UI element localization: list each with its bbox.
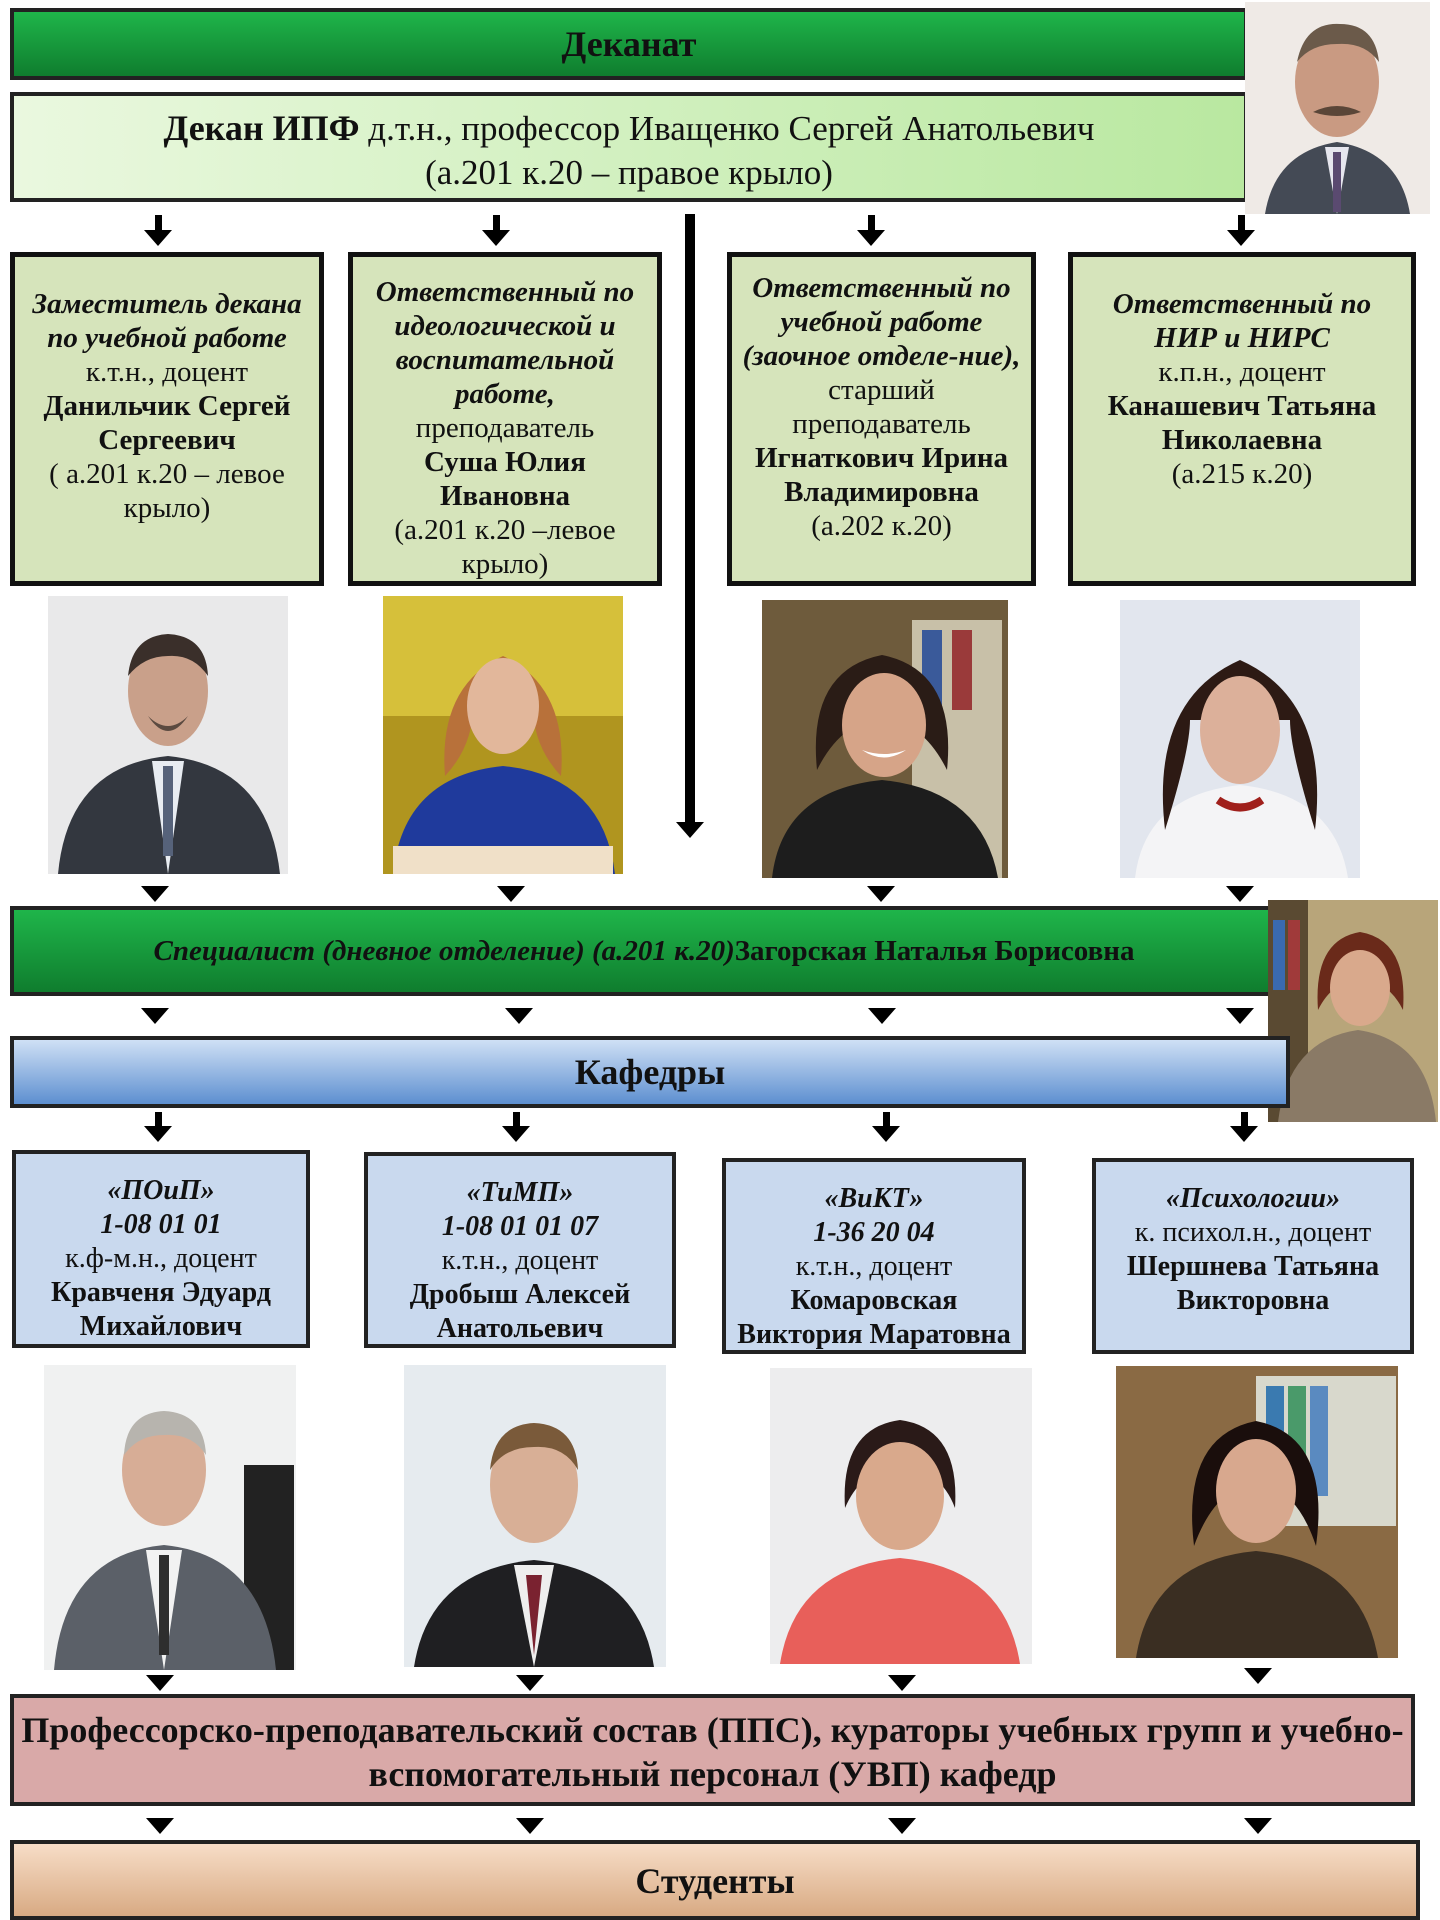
arrow-down-icon	[502, 1126, 530, 1142]
department-code: 1-08 01 01 07	[441, 1211, 599, 1242]
specialist-role: Специалист (дневное отделение) (а.201 к.…	[153, 934, 735, 967]
department-head-degree: к.ф-м.н., доцент	[65, 1243, 257, 1274]
arrow-down-icon	[872, 1126, 900, 1142]
specialist-bar: Специалист (дневное отделение) (а.201 к.…	[10, 906, 1278, 996]
department-head-name: Дробыш Алексей Анатольевич	[409, 1279, 631, 1344]
department-head-degree: к.т.н., доцент	[795, 1251, 953, 1282]
long-arrow-down-icon	[676, 822, 704, 838]
dept-head-photo-3	[770, 1368, 1032, 1664]
dean-desc: д.т.н., профессор Иващенко Сергей Анатол…	[359, 109, 1095, 148]
deputy-role: Заместитель декана по учебной работе	[32, 288, 302, 354]
dept-head-photo-2	[404, 1365, 666, 1667]
dean-photo	[1245, 2, 1430, 214]
arrow-stem	[155, 1112, 162, 1128]
arrow-down-icon	[1226, 1008, 1254, 1024]
department-box-1: «ПОиП» 1-08 01 01 к.ф-м.н., доцент Кравч…	[12, 1150, 310, 1348]
arrow-down-icon	[505, 1008, 533, 1024]
specialist-name: Загорская Наталья Борисовна	[734, 934, 1135, 967]
department-name: «ВиКТ»	[824, 1183, 924, 1214]
deputy-name: Игнаткович Ирина Владимировна	[754, 442, 1009, 508]
deputy-degree: к.т.н., доцент	[85, 356, 249, 388]
arrow-down-icon	[141, 1008, 169, 1024]
department-box-2: «ТиМП» 1-08 01 01 07 к.т.н., доцент Дроб…	[364, 1152, 676, 1348]
arrow-stem	[493, 215, 500, 233]
students-title: Студенты	[635, 1861, 795, 1901]
department-name: «ТиМП»	[466, 1177, 574, 1208]
deputy-room: (а.201 к.20 –левое крыло)	[394, 514, 616, 580]
deputy-room: (а.202 к.20)	[811, 510, 952, 542]
department-box-4: «Психологии» к. психол.н., доцент Шершне…	[1092, 1158, 1414, 1354]
deputy-box-3: Ответственный по учебной работе (заочное…	[727, 252, 1036, 586]
department-head-name: Шершнева Татьяна Викторовна	[1126, 1251, 1380, 1316]
deputy-name: Данильчик Сергей Сергеевич	[43, 390, 291, 456]
departments-title: Кафедры	[574, 1052, 726, 1092]
arrow-down-icon	[516, 1818, 544, 1834]
dean-info-bar: Декан ИПФ д.т.н., профессор Иващенко Сер…	[10, 92, 1248, 202]
department-code: 1-08 01 01	[100, 1209, 222, 1240]
arrow-stem	[883, 1112, 890, 1128]
dept-head-photo-4	[1116, 1366, 1398, 1658]
deanery-title: Деканат	[561, 24, 697, 64]
dept-head-photo-1	[44, 1365, 296, 1670]
deputy-room: (а.215 к.20)	[1171, 458, 1313, 490]
arrow-down-icon	[144, 230, 172, 246]
deputy-photo-4	[1120, 600, 1360, 878]
arrow-down-icon	[146, 1675, 174, 1691]
arrow-down-icon	[867, 886, 895, 902]
arrow-down-icon	[1226, 886, 1254, 902]
deputy-box-4: Ответственный по НИР и НИРС к.п.н., доце…	[1068, 252, 1416, 586]
dean-role: Декан ИПФ	[163, 108, 360, 148]
deputy-degree: к.п.н., доцент	[1158, 356, 1326, 388]
deputy-name: Канашевич Татьяна Николаевна	[1107, 390, 1377, 456]
deputy-name: Суша Юлия Ивановна	[424, 446, 586, 512]
arrow-stem	[868, 215, 875, 233]
deputy-photo-3	[762, 600, 1008, 878]
deputy-room: ( а.201 к.20 – левое крыло)	[49, 458, 285, 524]
department-head-degree: к. психол.н., доцент	[1134, 1217, 1372, 1248]
department-box-3: «ВиКТ» 1-36 20 04 к.т.н., доцент Комаров…	[722, 1158, 1026, 1354]
arrow-stem	[1238, 215, 1245, 233]
arrow-down-icon	[888, 1675, 916, 1691]
arrow-down-icon	[497, 886, 525, 902]
deputy-degree: преподаватель	[415, 412, 595, 444]
department-name: «Психологии»	[1165, 1183, 1341, 1214]
deputy-degree: старший преподаватель	[792, 374, 971, 440]
deputy-role: Ответственный по идеологической и воспит…	[375, 276, 635, 410]
deputy-box-2: Ответственный по идеологической и воспит…	[348, 252, 662, 586]
arrow-stem	[513, 1112, 520, 1128]
arrow-stem	[155, 215, 162, 233]
arrow-down-icon	[857, 230, 885, 246]
arrow-down-icon	[1230, 1126, 1258, 1142]
arrow-down-icon	[141, 886, 169, 902]
deputy-photo-2	[383, 596, 623, 874]
deputy-photo-1	[48, 596, 288, 874]
arrow-down-icon	[482, 230, 510, 246]
arrow-down-icon	[888, 1818, 916, 1834]
departments-bar: Кафедры	[10, 1036, 1290, 1108]
students-bar: Студенты	[10, 1840, 1420, 1920]
deputy-role: Ответственный по учебной работе (заочное…	[742, 272, 1021, 372]
staff-bar: Профессорско-преподавательский состав (П…	[10, 1694, 1415, 1806]
arrow-down-icon	[1244, 1818, 1272, 1834]
specialist-photo	[1268, 900, 1438, 1122]
arrow-stem	[1241, 1112, 1248, 1128]
department-code: 1-36 20 04	[813, 1217, 935, 1248]
department-name: «ПОиП»	[107, 1175, 215, 1206]
department-head-name: Комаровская Виктория Маратовна	[737, 1285, 1011, 1350]
dean-room: (а.201 к.20 – правое крыло)	[425, 153, 833, 192]
arrow-down-icon	[1227, 230, 1255, 246]
arrow-down-icon	[1244, 1668, 1272, 1684]
arrow-down-icon	[144, 1126, 172, 1142]
arrow-down-icon	[868, 1008, 896, 1024]
department-head-name: Кравченя Эдуард Михайлович	[51, 1277, 271, 1342]
deputy-role: Ответственный по НИР и НИРС	[1112, 288, 1372, 354]
arrow-down-icon	[146, 1818, 174, 1834]
staff-text: Профессорско-преподавательский состав (П…	[21, 1710, 1404, 1794]
deanery-header-bar: Деканат	[10, 8, 1248, 80]
arrow-down-icon	[516, 1675, 544, 1691]
department-head-degree: к.т.н., доцент	[441, 1245, 599, 1276]
deputy-box-1: Заместитель декана по учебной работе к.т…	[10, 252, 324, 586]
long-arrow-stem	[685, 214, 695, 824]
